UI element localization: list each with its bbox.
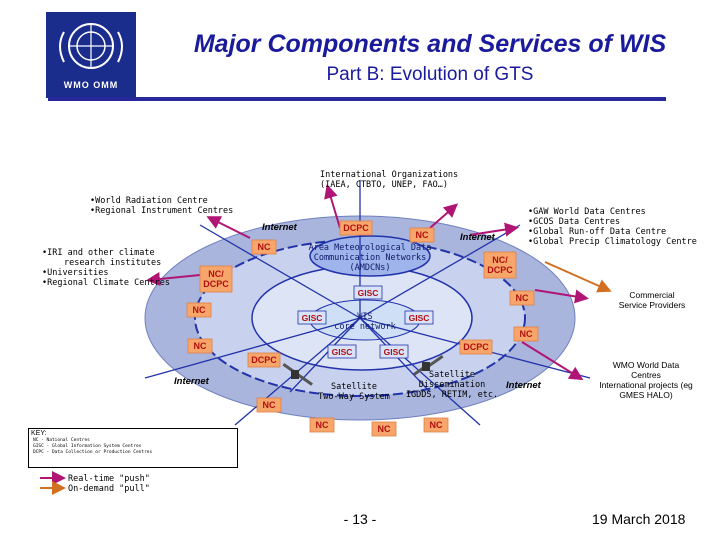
internet-label-bottom-right: Internet <box>506 380 541 391</box>
nc-top-left-label: NC <box>257 242 271 252</box>
page-subtitle: Part B: Evolution of GTS <box>326 64 534 85</box>
key-line-dcpc: DCPC - Data Collection or Production Cen… <box>33 450 153 455</box>
nc-bottom-label-1: NC <box>315 420 329 430</box>
nc-right-box <box>509 290 535 306</box>
nc-left-box <box>186 302 212 318</box>
gisc-left-box <box>297 310 327 325</box>
key-pull-label: On-demand "pull" <box>68 484 150 494</box>
gisc-top-box <box>353 285 383 300</box>
dcpc-left-label: DCPC <box>251 355 277 365</box>
satellite-icon-right <box>413 355 444 376</box>
nc-left-label: NC <box>192 305 206 315</box>
nc-top-right-label: NC <box>415 230 429 240</box>
dcpc-right-label: DCPC <box>463 342 489 352</box>
nc-dcpc-left-label: NC/DCPC <box>203 269 229 289</box>
dcpc-right-box <box>459 339 493 355</box>
nc-bottom-left-box <box>256 397 282 413</box>
nc-bottom-box-1 <box>309 417 335 433</box>
nc-right-label: NC <box>515 293 529 303</box>
amdcn-ellipse <box>309 235 431 277</box>
internet-label-top-left: Internet <box>262 222 297 233</box>
nc-mid-right-label: NC <box>519 329 533 339</box>
radiation-centres-label: •World Radiation Centre•Regional Instrum… <box>90 196 234 216</box>
gisc-right-box <box>404 310 434 325</box>
logo-text: WMO OMM <box>63 80 119 90</box>
gisc-bottom-right-box <box>379 344 409 359</box>
nc-mid-left-box <box>187 338 213 354</box>
wmo-logo <box>46 12 136 98</box>
intl-orgs-label: International Organizations(IAEA, CTBTO,… <box>320 170 459 190</box>
nc-top-left-box <box>251 239 277 255</box>
key-push-label: Real-time "push" <box>68 474 150 484</box>
nc-bottom-label-2: NC <box>377 424 391 434</box>
gisc-bottom-right-label: GISC <box>383 347 405 357</box>
key-line-nc: NC - National Centres <box>33 438 90 443</box>
nc-dcpc-right-box <box>483 251 517 279</box>
gisc-left-label: GISC <box>301 313 323 323</box>
title-divider <box>48 97 666 101</box>
nc-dcpc-left-box <box>199 265 233 293</box>
dcpc-left-box <box>247 352 281 368</box>
gisc-right-label: GISC <box>408 313 430 323</box>
nc-bottom-box-3 <box>423 417 449 433</box>
key-line-gisc: GISC - Global Information System Centres <box>33 444 142 449</box>
gisc-bottom-left-box <box>327 344 357 359</box>
nc-bottom-left-label: NC <box>262 400 276 410</box>
gaw-data-centres-label: •GAW World Data Centres•GCOS Data Centre… <box>528 207 697 247</box>
satellite-icon-left <box>282 363 313 386</box>
key-box: KEY: NC - National Centres GISC - Global… <box>28 428 238 468</box>
internet-label-bottom-left: Internet <box>174 376 209 387</box>
dcpc-top-label: DCPC <box>343 223 369 233</box>
page-number: - 13 - <box>343 511 377 527</box>
nc-bottom-box-2 <box>371 421 397 437</box>
nc-bottom-label-3: NC <box>429 420 443 430</box>
key-heading: KEY: <box>31 430 47 437</box>
gisc-bottom-left-label: GISC <box>331 347 353 357</box>
nc-top-right-box <box>409 227 435 243</box>
nc-mid-right-box <box>513 326 539 342</box>
internet-label-top-right: Internet <box>460 232 495 243</box>
page-title: Major Components and Services of WIS <box>193 30 667 58</box>
footer-date: 19 March 2018 <box>592 511 686 527</box>
nc-dcpc-right-label: NC/DCPC <box>487 255 513 275</box>
nc-mid-left-label: NC <box>193 341 207 351</box>
gisc-top-label: GISC <box>357 288 379 298</box>
dcpc-top-box <box>339 220 373 236</box>
